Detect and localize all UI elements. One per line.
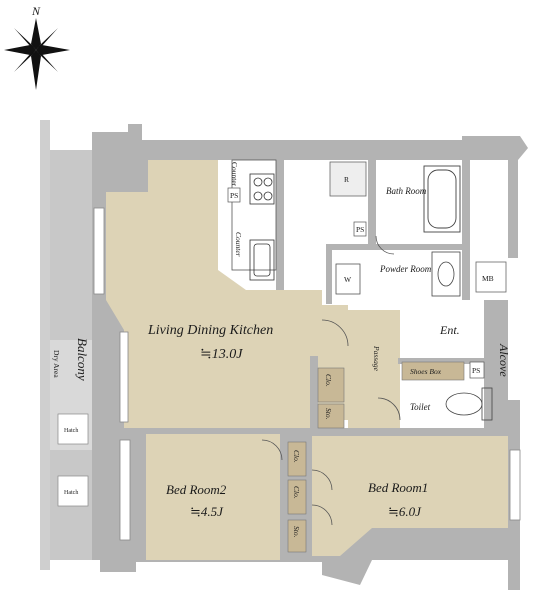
compass-north-label: N [31,4,41,18]
passage-floor [348,310,400,428]
kitchen-sink-icon [249,239,275,281]
shoes-box-label: Shoes Box [410,367,442,376]
counter-label-2: Counter [234,232,243,257]
washer-icon [335,263,361,295]
storage-label-1: Sto. [324,408,333,420]
compass-rose-icon [4,18,70,90]
bedroom2-size: ≒4.5J [190,504,224,519]
ldk-floor [106,160,348,428]
bedroom1-size: ≒6.0J [388,504,422,519]
stove-icon [249,173,275,205]
ps-label-1: PS [230,191,238,200]
storage-label-2: Sto. [292,526,301,538]
bedroom1-floor [312,436,508,556]
windows [93,207,521,541]
closets [287,367,345,553]
hatches [57,413,89,507]
refrigerator-icon [329,161,367,197]
powder-room-label: Powder Room [379,264,432,274]
closet-label-2: Clo. [292,450,301,463]
bath-room-label: Bath Room [386,186,427,196]
washer-label: W [344,275,352,284]
door-swings [261,235,401,526]
entrance-label: Ent. [439,323,460,337]
shoes-box [401,361,465,381]
balcony-rail [40,120,50,570]
closet-label-1: Clo. [324,374,333,387]
counter-label-1: Counter [230,162,239,187]
interior-walls [124,160,514,562]
ldk-size: ≒13.0J [200,347,243,362]
toilet-icon [445,387,493,421]
dry-area-label: Dry Area [52,350,61,378]
bathtub-icon [423,165,461,233]
hatch-label-2: Hatch [64,490,78,496]
closet-label-3: Clo. [292,486,301,499]
ps-label-2: PS [356,225,364,234]
toilet-label: Toilet [410,402,431,412]
balcony-label: Balcony [75,338,90,381]
bedroom2-name: Bed Room2 [166,482,227,497]
ps-label-3: PS [472,366,480,375]
hatch-label-1: Hatch [64,428,78,434]
ldk-name: Living Dining Kitchen [147,323,273,338]
alcove-label: Alcove [497,343,511,377]
ps-boxes [227,187,485,379]
mb-box [475,261,507,293]
passage-label: Passage [372,345,381,372]
refrigerator-label: R [344,175,349,184]
bedroom2-floor [146,432,280,560]
mb-label: MB [482,274,494,283]
bedroom1-name: Bed Room1 [368,480,428,495]
vanity-sink-icon [431,251,461,297]
